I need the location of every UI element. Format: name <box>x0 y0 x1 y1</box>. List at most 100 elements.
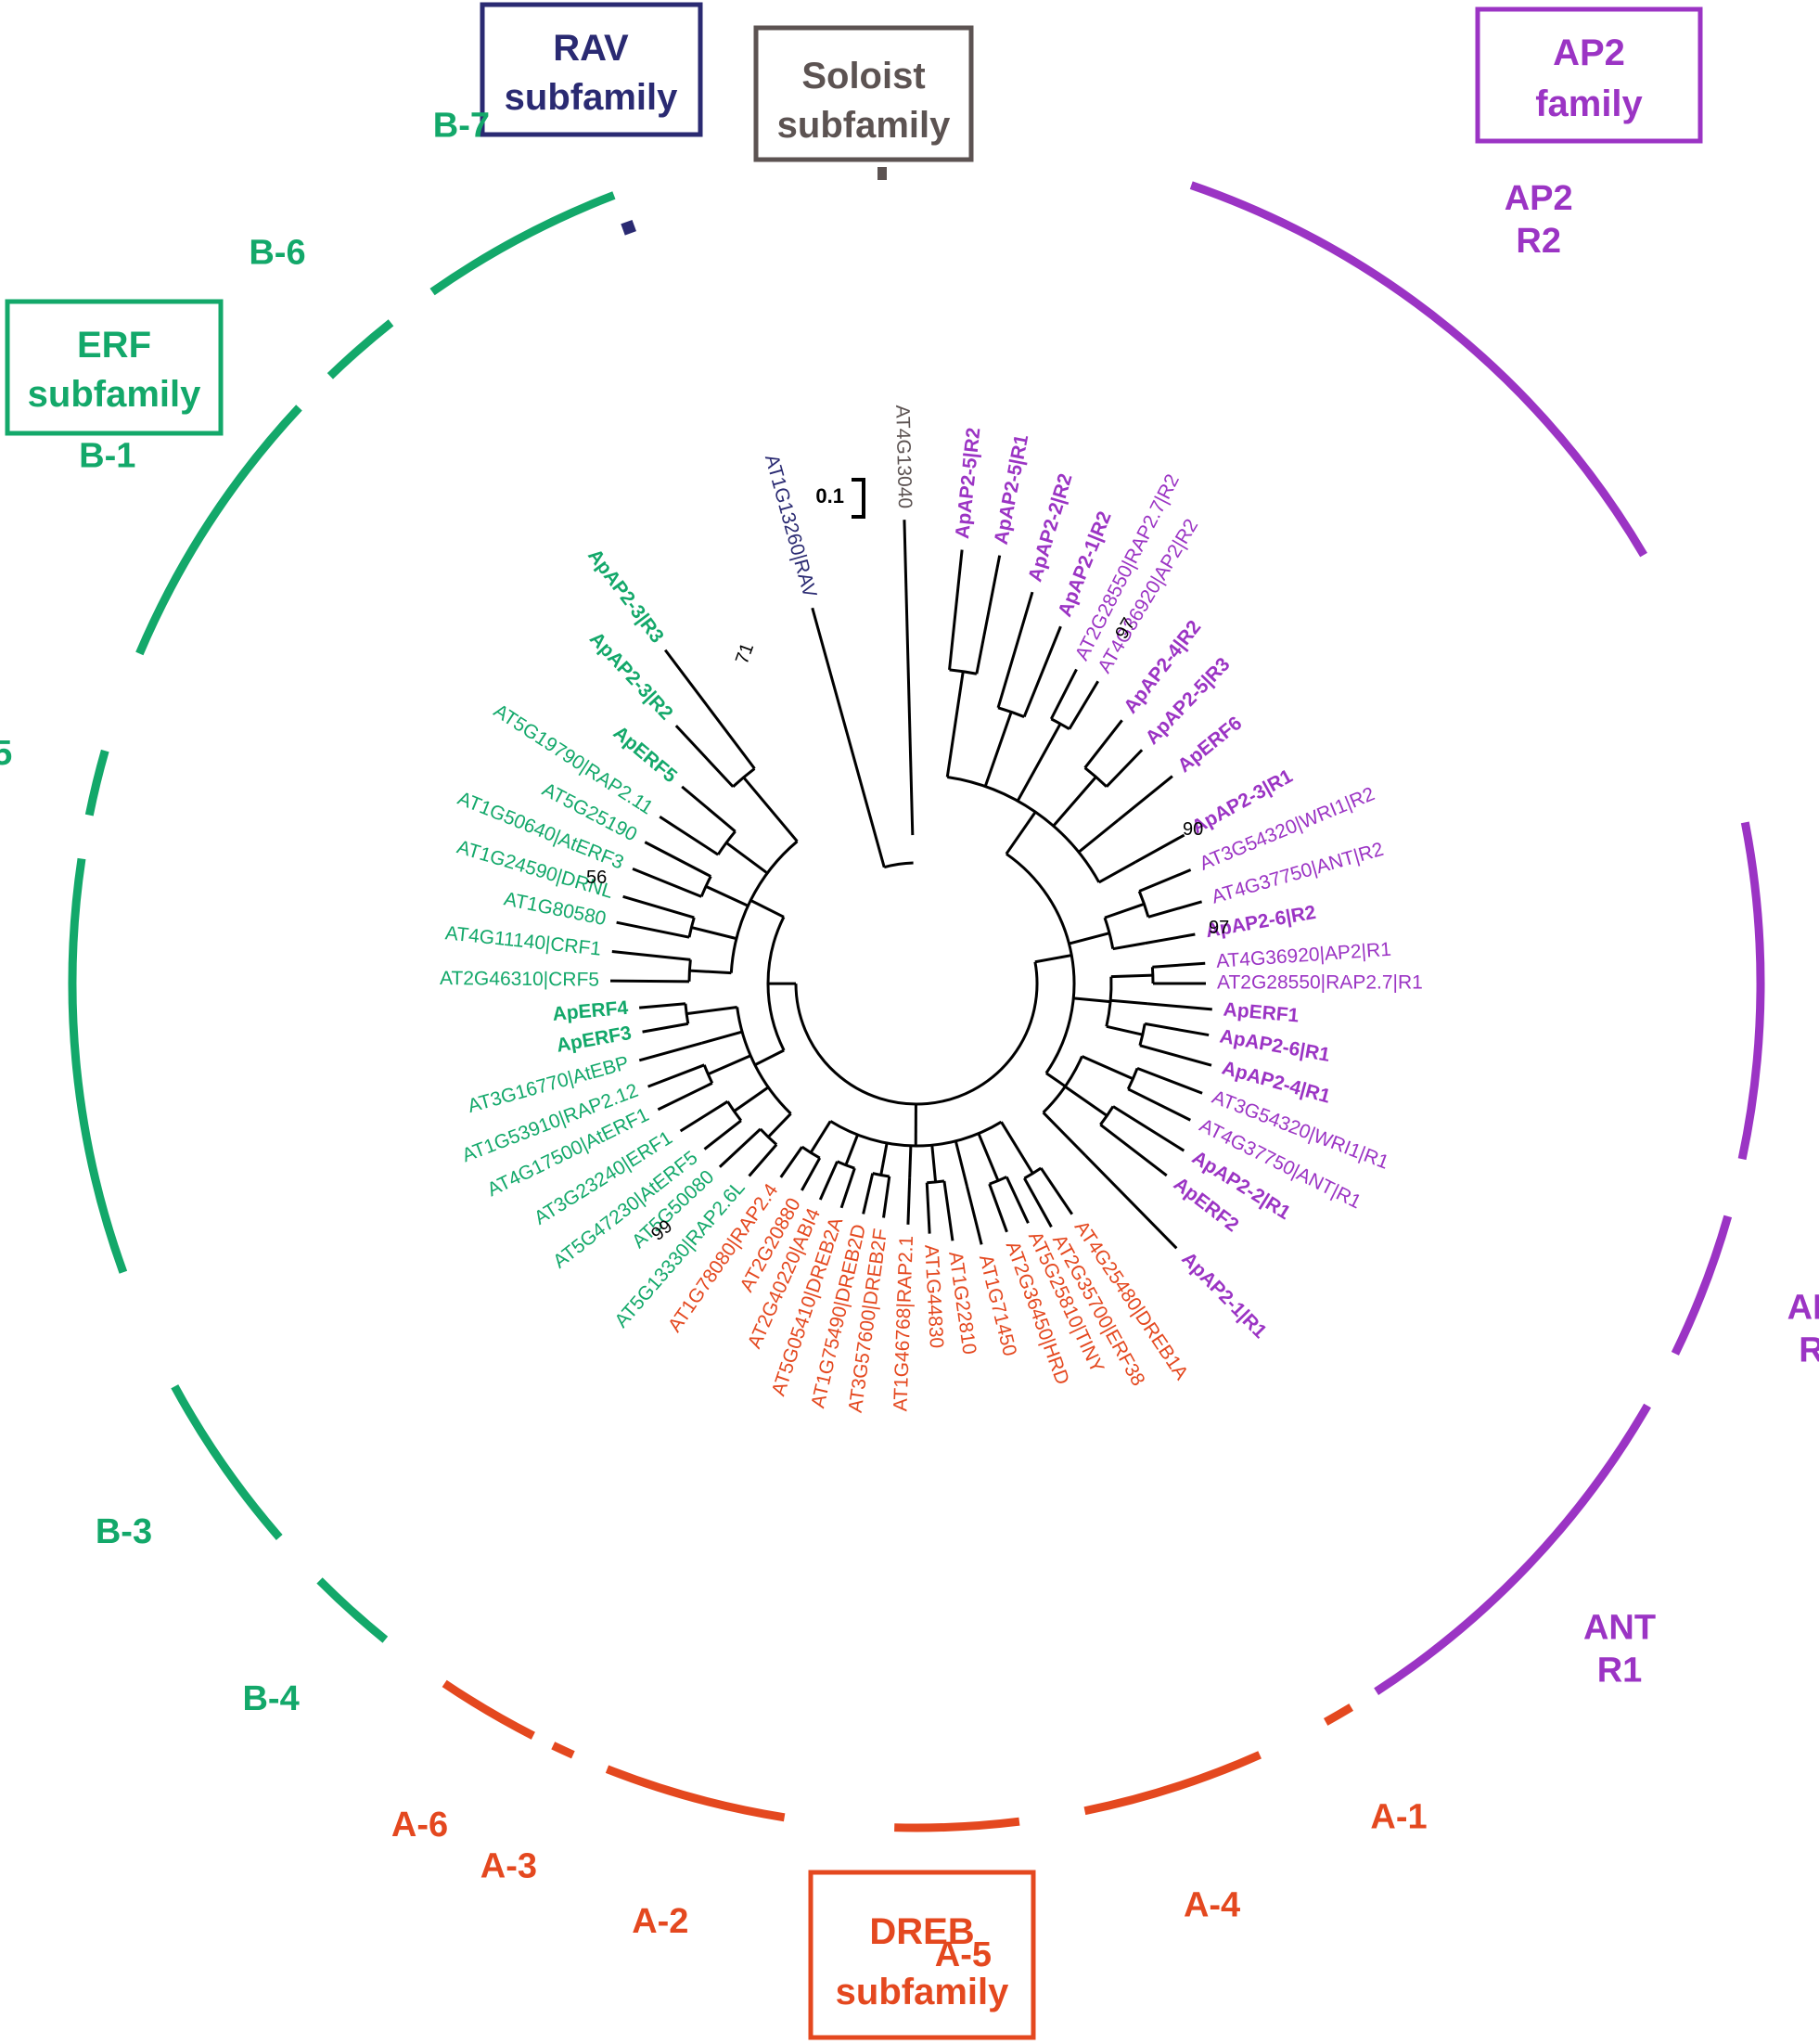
clade-label: A-4 <box>1184 1885 1240 1924</box>
branch <box>674 725 735 788</box>
branch-connector <box>829 1120 1003 1148</box>
branch <box>701 1030 743 1045</box>
branch <box>1023 1177 1053 1228</box>
clade-label: R1 <box>1799 1331 1819 1370</box>
branch <box>611 950 691 961</box>
branch <box>1098 860 1136 884</box>
erf-box-line1: ERF <box>77 325 151 366</box>
clade-arc <box>1189 181 1647 558</box>
soloist-subfamily-box: Soloist subfamily <box>753 25 974 162</box>
leaf-label: ApERF3 <box>555 1022 633 1057</box>
branch-connector <box>684 1003 690 1024</box>
branch <box>718 1127 762 1168</box>
branch-connector <box>949 668 978 675</box>
branch <box>1064 1085 1108 1117</box>
clade-arc <box>429 191 616 296</box>
branch <box>1117 775 1173 821</box>
branch-connector <box>1150 967 1155 984</box>
branch <box>1152 961 1206 969</box>
branch <box>638 1041 703 1062</box>
branch <box>1136 1066 1203 1095</box>
leaf-label: ApAP2-5|R2 <box>952 427 984 540</box>
branch <box>983 711 1013 788</box>
leaf-label: AT1G46768|RAP2.1 <box>890 1235 917 1411</box>
clade-labels: AP2R2ANTR2AP2R1ANTR1A-1A-4A-5A-2A-3A-6B-… <box>0 106 1819 1973</box>
branch <box>975 555 1002 675</box>
branch <box>1005 811 1037 855</box>
clade-label: A-6 <box>391 1806 448 1845</box>
branch <box>954 1140 968 1187</box>
leaf-label: ApAP2-1|R1 <box>1177 1248 1271 1343</box>
branch-connector <box>1138 1023 1146 1047</box>
branch <box>632 867 702 898</box>
branch <box>685 1005 737 1016</box>
leaf-label: AT1G13260|RAV <box>761 452 821 599</box>
branch <box>809 1120 832 1154</box>
branch <box>1042 1112 1087 1157</box>
branch <box>1147 900 1203 919</box>
branch <box>879 1142 889 1176</box>
scale-bar: 0.1 <box>815 478 865 519</box>
leaf-label: ApAP2-5|R1 <box>991 432 1033 546</box>
branch <box>681 785 737 833</box>
branch <box>1104 902 1145 919</box>
branch <box>1022 625 1062 718</box>
branch-connector <box>699 875 712 897</box>
branch <box>703 1119 742 1151</box>
branch <box>1139 1044 1212 1067</box>
branch <box>1134 833 1185 864</box>
leaf-label: ApERF1 <box>1223 999 1300 1027</box>
rav-box-line1: RAV <box>553 28 629 69</box>
ap2-box-line1: AP2 <box>1553 32 1625 73</box>
dreb-box-line2: subfamily <box>836 1972 1009 2012</box>
branch <box>707 1054 751 1076</box>
leaf-label: AT1G22810 <box>944 1250 980 1356</box>
branch <box>1016 723 1062 802</box>
clade-label: A-1 <box>1370 1798 1427 1837</box>
clade-label: R1 <box>1597 1651 1643 1690</box>
bootstrap-value: 90 <box>1183 819 1203 840</box>
branch <box>647 1063 705 1088</box>
branch <box>839 1167 856 1209</box>
branch <box>749 899 785 919</box>
branch-connector <box>883 861 914 869</box>
clade-arc <box>1737 821 1765 1161</box>
bootstrap-value: 71 <box>732 640 758 666</box>
branch-connector <box>1023 1166 1043 1180</box>
branch <box>996 591 1034 709</box>
leaf-label: AT1G44830 <box>920 1244 947 1349</box>
clade-arc <box>68 857 128 1274</box>
branch <box>1005 1176 1030 1224</box>
clade-arc <box>316 1577 389 1643</box>
leaf-label: ApAP2-3|R2 <box>585 628 677 725</box>
clade-arc <box>1323 1703 1353 1726</box>
branch <box>691 926 737 941</box>
ap2-box-line2: family <box>1535 84 1643 124</box>
clade-arcs <box>68 181 1765 1832</box>
branch <box>1110 973 1153 979</box>
branch <box>988 1183 1008 1233</box>
clade-label: B-6 <box>249 233 305 272</box>
clade-label: AP2 <box>1505 179 1573 218</box>
branch <box>725 842 769 875</box>
branch <box>1000 1121 1034 1175</box>
clade-label: B-3 <box>96 1512 152 1551</box>
erf-subfamily-box: ERF subfamily <box>5 299 224 436</box>
leaf-label: ApAP2-2|R2 <box>1024 471 1076 585</box>
branch-connector <box>732 767 756 789</box>
branch <box>1084 1154 1178 1250</box>
branch-connector <box>726 1100 743 1122</box>
clade-arc <box>551 1742 575 1759</box>
branch <box>1068 680 1100 730</box>
branch <box>1105 749 1144 788</box>
rav-marker <box>621 219 636 236</box>
branch <box>965 1185 983 1245</box>
soloist-marker <box>877 167 887 180</box>
branch <box>767 1112 792 1138</box>
branch <box>1146 1002 1212 1011</box>
branch <box>1112 942 1146 951</box>
tree-branches <box>609 520 1212 1250</box>
branch <box>903 520 915 836</box>
branch <box>1127 1087 1191 1122</box>
